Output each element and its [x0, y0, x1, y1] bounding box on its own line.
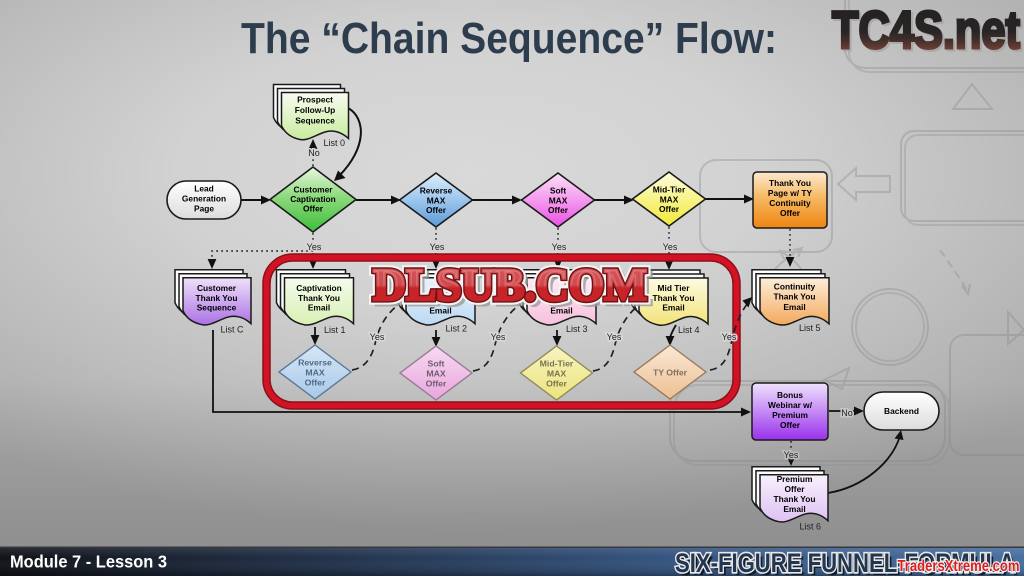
svg-text:List 1: List 1 — [324, 325, 346, 335]
svg-text:DLSUB.COM: DLSUB.COM — [373, 260, 647, 310]
svg-text:Email: Email — [783, 302, 805, 312]
svg-text:Offer: Offer — [780, 208, 801, 218]
svg-text:Follow-Up: Follow-Up — [295, 105, 335, 115]
svg-text:MAX: MAX — [549, 195, 568, 205]
svg-text:Lead: Lead — [194, 184, 214, 194]
svg-text:MAX: MAX — [427, 195, 446, 205]
svg-text:Page w/ TY: Page w/ TY — [768, 188, 813, 198]
svg-text:Email: Email — [662, 303, 684, 313]
svg-text:Offer: Offer — [548, 205, 569, 215]
svg-text:Thank You: Thank You — [298, 293, 340, 303]
svg-text:Email: Email — [783, 504, 805, 514]
svg-text:Sequence: Sequence — [197, 303, 237, 313]
svg-text:Thank You: Thank You — [652, 293, 694, 303]
svg-text:SIX-FIGURE FUNNEL-FORMULA: SIX-FIGURE FUNNEL-FORMULA — [675, 548, 1015, 576]
svg-text:TC4S.net: TC4S.net — [832, 1, 1020, 60]
svg-text:Yes: Yes — [307, 242, 322, 252]
svg-text:Offer: Offer — [659, 204, 680, 214]
svg-text:Email: Email — [429, 306, 451, 316]
svg-text:Offer: Offer — [546, 379, 567, 389]
svg-text:Email: Email — [308, 303, 330, 313]
svg-text:Module 7 - Lesson 3: Module 7 - Lesson 3 — [10, 552, 167, 572]
svg-text:MAX: MAX — [305, 368, 325, 378]
svg-text:Generation: Generation — [182, 194, 226, 204]
svg-text:Yes: Yes — [722, 332, 737, 342]
svg-text:Premium: Premium — [772, 410, 808, 420]
svg-text:DLSUB.COM: DLSUB.COM — [373, 260, 647, 310]
svg-text:Bonus: Bonus — [777, 390, 803, 400]
svg-text:Sequence: Sequence — [295, 116, 335, 126]
svg-text:DLSUB.COM: DLSUB.COM — [377, 264, 651, 314]
svg-text:Offer: Offer — [305, 378, 326, 388]
svg-text:TC4S.net: TC4S.net — [834, 3, 1022, 62]
svg-text:Offer: Offer — [780, 420, 801, 430]
svg-text:Captivation: Captivation — [296, 283, 342, 293]
svg-text:Offer: Offer — [784, 484, 805, 494]
svg-text:Mid-Tier: Mid-Tier — [540, 358, 574, 368]
svg-text:List 5: List 5 — [799, 323, 821, 333]
svg-text:MAX: MAX — [547, 369, 567, 379]
svg-text:SIX-FIGURE FUNNEL-FORMULA: SIX-FIGURE FUNNEL-FORMULA — [678, 551, 1018, 576]
svg-text:Yes: Yes — [430, 242, 445, 252]
svg-text:DLSUB.COM: DLSUB.COM — [373, 260, 647, 310]
svg-text:List C: List C — [221, 325, 245, 335]
svg-text:Yes: Yes — [552, 242, 567, 252]
svg-text:Reverse: Reverse — [420, 186, 453, 196]
svg-text:Offer: Offer — [426, 205, 447, 215]
svg-text:Offer: Offer — [426, 379, 447, 389]
svg-text:Thank You: Thank You — [773, 292, 815, 302]
svg-text:Yes: Yes — [663, 242, 678, 252]
svg-text:Yes: Yes — [491, 332, 506, 342]
svg-text:Continuity: Continuity — [769, 198, 811, 208]
svg-text:Thank You: Thank You — [195, 293, 237, 303]
svg-text:Continuity: Continuity — [774, 282, 816, 292]
svg-text:Email: Email — [550, 306, 572, 316]
svg-text:No: No — [841, 408, 853, 418]
svg-text:MAX: MAX — [660, 194, 679, 204]
svg-text:List 4: List 4 — [678, 325, 700, 335]
svg-text:List 3: List 3 — [566, 324, 588, 334]
svg-text:Prospect: Prospect — [297, 95, 333, 105]
svg-text:Offer: Offer — [303, 204, 324, 214]
svg-text:List 2: List 2 — [446, 324, 468, 334]
svg-text:Yes: Yes — [370, 332, 385, 342]
svg-text:Soft: Soft — [550, 186, 566, 196]
svg-text:Webinar w/: Webinar w/ — [768, 400, 813, 410]
svg-text:MAX: MAX — [426, 369, 446, 379]
svg-text:Mid-Tier: Mid-Tier — [653, 185, 686, 195]
svg-text:Backend: Backend — [884, 406, 919, 416]
svg-text:List 0: List 0 — [324, 138, 346, 148]
svg-text:Soft: Soft — [428, 358, 445, 368]
svg-text:Reverse: Reverse — [298, 357, 332, 367]
svg-text:TY Offer: TY Offer — [653, 368, 688, 378]
svg-text:Premium: Premium — [777, 474, 813, 484]
svg-text:List 6: List 6 — [800, 522, 822, 532]
svg-text:Captivation: Captivation — [290, 194, 336, 204]
svg-text:Customer: Customer — [197, 283, 237, 293]
svg-text:Mid Tier: Mid Tier — [658, 283, 691, 293]
svg-text:The “Chain Sequence” Flow:: The “Chain Sequence” Flow: — [241, 15, 777, 63]
svg-text:DLSUB.COM: DLSUB.COM — [373, 260, 647, 310]
svg-text:Thank You: Thank You — [773, 494, 815, 504]
svg-text:No: No — [308, 148, 320, 158]
svg-text:Customer: Customer — [293, 185, 333, 195]
svg-text:TradersXtreme.com: TradersXtreme.com — [898, 558, 1020, 575]
svg-text:Page: Page — [194, 204, 214, 214]
svg-text:Thank You: Thank You — [769, 178, 811, 188]
svg-text:Yes: Yes — [784, 450, 799, 460]
svg-text:Yes: Yes — [607, 332, 622, 342]
